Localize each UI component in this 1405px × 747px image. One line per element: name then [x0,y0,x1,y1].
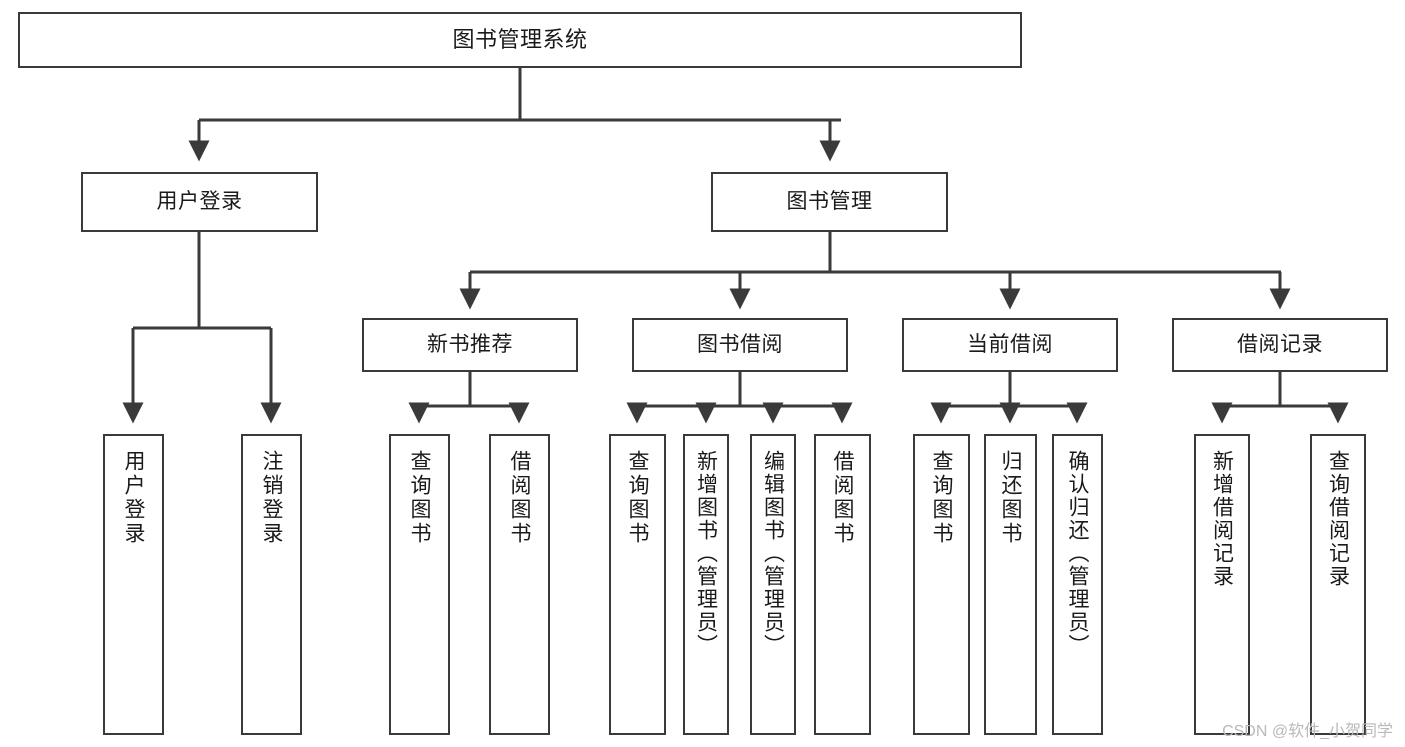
leaf-logout[interactable]: 注销登录 [241,434,302,735]
leaf-newbook-query-book[interactable]: 查询图书 [389,434,450,735]
node-borrow-record[interactable]: 借阅记录 [1172,318,1388,372]
node-label: 确认归还（管理员） [1066,450,1089,657]
node-label: 查询图书 [408,450,431,546]
leaf-current-confirm-return-admin[interactable]: 确认归还（管理员） [1052,434,1103,735]
node-label: 归还图书 [999,450,1022,546]
node-label: 图书借阅 [697,332,783,356]
node-user-login[interactable]: 用户登录 [81,172,318,232]
node-label: 借阅图书 [831,450,854,546]
leaf-borrow-borrow-book[interactable]: 借阅图书 [814,434,871,735]
node-book-management[interactable]: 图书管理 [711,172,948,232]
node-label: 新书推荐 [427,332,513,356]
node-label: 借阅记录 [1237,332,1323,356]
csdn-watermark: CSDN @软件_小贺同学 [1222,723,1393,740]
node-label: 图书管理 [786,189,873,213]
leaf-newbook-borrow-book[interactable]: 借阅图书 [489,434,550,735]
node-label: 用户登录 [156,189,243,213]
node-current-borrow[interactable]: 当前借阅 [902,318,1118,372]
leaf-borrow-query-book[interactable]: 查询图书 [609,434,666,735]
node-label: 新增借阅记录 [1210,450,1234,588]
leaf-current-query-book[interactable]: 查询图书 [913,434,970,735]
node-label: 新增图书（管理员） [694,450,718,657]
leaf-record-query-record[interactable]: 查询借阅记录 [1310,434,1366,735]
node-label: 查询图书 [930,450,953,546]
node-book-borrow[interactable]: 图书借阅 [632,318,848,372]
node-label: 借阅图书 [508,450,531,546]
node-label: 注销登录 [260,450,283,546]
node-label: 编辑图书（管理员） [761,450,785,657]
node-new-book-recommend[interactable]: 新书推荐 [362,318,578,372]
node-label: 查询图书 [626,450,649,546]
node-root-library-system[interactable]: 图书管理系统 [18,12,1022,68]
node-label: 查询借阅记录 [1326,450,1350,588]
node-label: 当前借阅 [967,332,1053,356]
node-label: 图书管理系统 [452,27,588,53]
leaf-record-add-record[interactable]: 新增借阅记录 [1194,434,1250,735]
leaf-borrow-add-book-admin[interactable]: 新增图书（管理员） [683,434,729,735]
leaf-user-login[interactable]: 用户登录 [103,434,164,735]
leaf-borrow-edit-book-admin[interactable]: 编辑图书（管理员） [750,434,796,735]
leaf-current-return-book[interactable]: 归还图书 [984,434,1037,735]
node-label: 用户登录 [122,450,145,546]
